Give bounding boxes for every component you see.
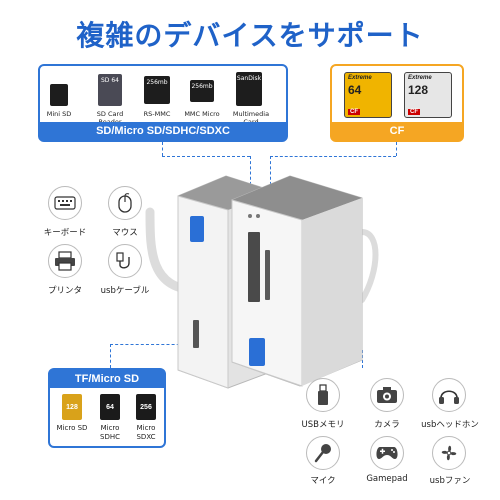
card-label: 256mb	[191, 83, 213, 90]
camera-label: カメラ	[374, 420, 400, 430]
card-capacity: 64	[348, 83, 362, 97]
usb-drive-circle	[306, 378, 340, 412]
keyboard-icon	[54, 196, 76, 210]
sd-connector-v2	[250, 156, 251, 216]
usb-connector-v	[362, 350, 363, 368]
gamepad-circle	[370, 436, 404, 470]
micro-sdxc-card: 256	[136, 394, 156, 420]
fan-icon	[441, 445, 457, 461]
card-caption: Mini SD	[46, 110, 72, 118]
tf-connector-v	[110, 344, 111, 368]
cf-connector-v2	[270, 156, 271, 216]
keyboard-circle	[48, 186, 82, 220]
sd-card-panel: Mini SD SD 64 SD Card Reader 256mb RS-MM…	[38, 64, 288, 142]
microphone-icon	[314, 444, 331, 463]
headphones-circle	[432, 378, 466, 412]
card-label: 128	[66, 404, 78, 411]
microphone-label: マイク	[310, 476, 336, 486]
tf-connector-h	[110, 344, 190, 345]
card-label: SD 64	[101, 77, 119, 84]
mouse-label: マウス	[112, 228, 138, 238]
mouse-icon	[118, 193, 132, 213]
card-tag: CF	[408, 109, 420, 115]
fan-label: usbファン	[429, 476, 471, 486]
card-tag: CF	[348, 109, 360, 115]
fan-circle	[432, 436, 466, 470]
usb-cable-circle	[108, 244, 142, 278]
tf-card-panel: TF/Micro SD 128 Micro SD 64 Micro SDHC 2…	[48, 368, 166, 448]
card-label: 64	[106, 404, 114, 411]
tf-panel-banner: TF/Micro SD	[50, 370, 164, 388]
micro-sd-card: 128	[62, 394, 82, 420]
card-label: SanDisk	[236, 75, 262, 82]
sd-panel-banner: SD/Micro SD/SDHC/SDXC	[40, 122, 286, 140]
card-caption: Micro SD	[56, 424, 88, 432]
sd-card: SD 64	[98, 74, 122, 106]
mmc-micro-card: 256mb	[190, 80, 214, 102]
card-brand: Extreme	[348, 75, 372, 81]
cf-card-64: Extreme 64 CF	[344, 72, 392, 118]
printer-label: プリンタ	[47, 286, 82, 296]
usb-drive-label: USBメモリ	[301, 420, 345, 430]
gamepad-label: Gamepad	[366, 474, 408, 484]
camera-circle	[370, 378, 404, 412]
camera-icon	[377, 387, 397, 403]
usb-cable-icon	[116, 252, 130, 269]
micro-sdhc-card: 64	[100, 394, 120, 420]
card-caption: Micro SDXC	[136, 424, 156, 441]
cf-panel-banner: CF	[332, 122, 462, 140]
card-capacity: 128	[408, 83, 429, 97]
card-brand: Extreme	[408, 75, 432, 81]
sd-connector-v	[162, 142, 163, 156]
cf-card-128: Extreme 128 CF	[404, 72, 452, 118]
card-caption: Micro SDHC	[100, 424, 120, 441]
rs-mmc-card: 256mb	[144, 76, 170, 104]
card-label: 256	[140, 404, 152, 411]
usb-connector-h	[272, 350, 362, 351]
microphone-circle	[306, 436, 340, 470]
keyboard-label: キーボード	[43, 228, 87, 238]
card-caption: MMC Micro	[184, 110, 220, 118]
headphones-icon	[439, 390, 459, 404]
sd-connector-h	[162, 156, 250, 157]
printer-icon	[55, 251, 75, 271]
mouse-circle	[108, 186, 142, 220]
mini-sd-card	[50, 84, 68, 106]
page-title: 複雑のデバイスをサポート	[76, 19, 424, 52]
cf-connector-v	[396, 142, 397, 156]
usb-drive-icon	[318, 384, 328, 405]
cf-connector-h	[270, 156, 396, 157]
card-label: 256mb	[146, 79, 168, 86]
cf-card-panel: Extreme 64 CF Extreme 128 CF CF	[330, 64, 464, 142]
usb-cable-label: usbケーブル	[100, 286, 150, 296]
multimedia-card: SanDisk	[236, 72, 262, 106]
printer-circle	[48, 244, 82, 278]
headphones-label: usbヘッドホン	[421, 420, 479, 430]
card-caption: RS-MMC	[143, 110, 171, 118]
gamepad-icon	[376, 447, 398, 459]
